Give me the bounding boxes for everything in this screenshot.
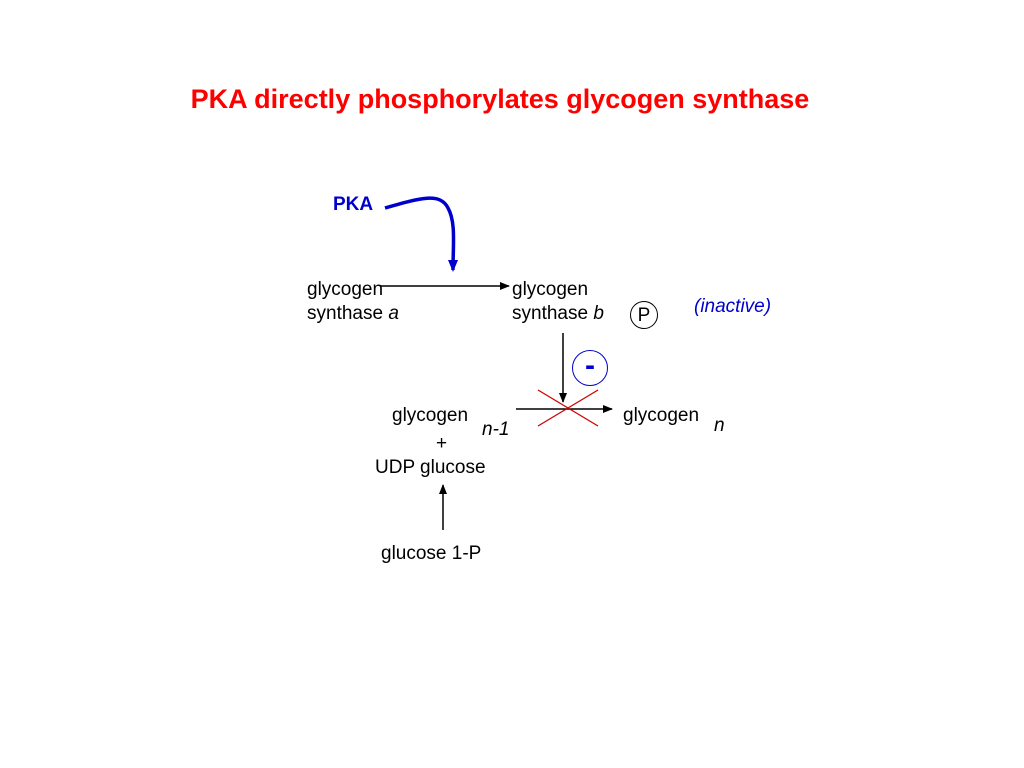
- slide-title: PKA directly phosphorylates glycogen syn…: [190, 84, 810, 114]
- udp-glucose: UDP glucose: [375, 457, 486, 478]
- synthase-a-word: synthase: [307, 303, 384, 324]
- inhibition-sign: -: [572, 350, 608, 386]
- phosphate-circle: P: [630, 301, 658, 329]
- synthase-b-label: glycogen synthase b: [512, 278, 604, 326]
- synthase-b-line1: glycogen: [512, 279, 589, 300]
- inactive-label: (inactive): [694, 296, 772, 317]
- synthase-a-line1: glycogen: [307, 279, 384, 300]
- pka-label: PKA: [333, 194, 374, 215]
- substrate-subscript: n-1: [482, 419, 510, 440]
- product-subscript: n: [714, 415, 725, 436]
- substrate-glycogen: glycogen: [392, 405, 469, 426]
- synthase-b-suffix: b: [593, 303, 604, 324]
- plus-sign: +: [436, 433, 448, 454]
- synthase-b-line2: synthase b: [512, 302, 604, 326]
- synthase-a-line2: synthase a: [307, 302, 399, 326]
- synthase-a-label: glycogen synthase a: [307, 278, 399, 326]
- synthase-a-suffix: a: [388, 303, 399, 324]
- pka-activation-arrow: [384, 196, 459, 272]
- synthase-b-word: synthase: [512, 303, 589, 324]
- glucose-1p: glucose 1-P: [381, 543, 482, 564]
- product-glycogen: glycogen: [623, 405, 700, 426]
- blocked-cross-line-2: [537, 389, 599, 427]
